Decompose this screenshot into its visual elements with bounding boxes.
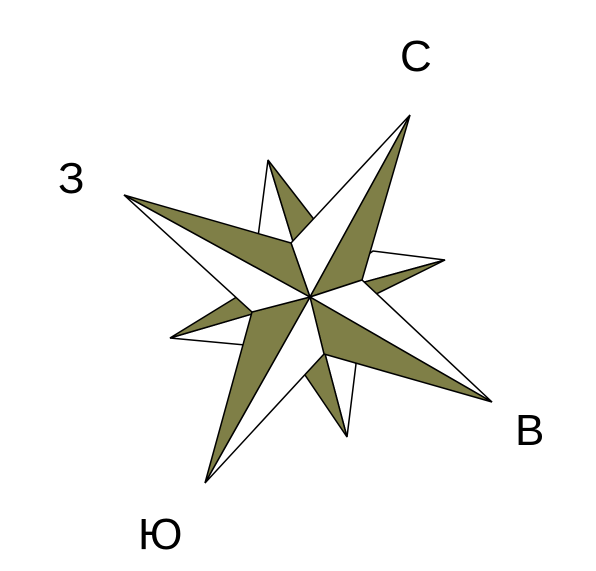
major-rays bbox=[124, 115, 492, 483]
label-east: В bbox=[515, 406, 544, 455]
label-south: Ю bbox=[138, 510, 182, 559]
label-west: З bbox=[58, 154, 85, 203]
label-north: С bbox=[400, 32, 432, 81]
